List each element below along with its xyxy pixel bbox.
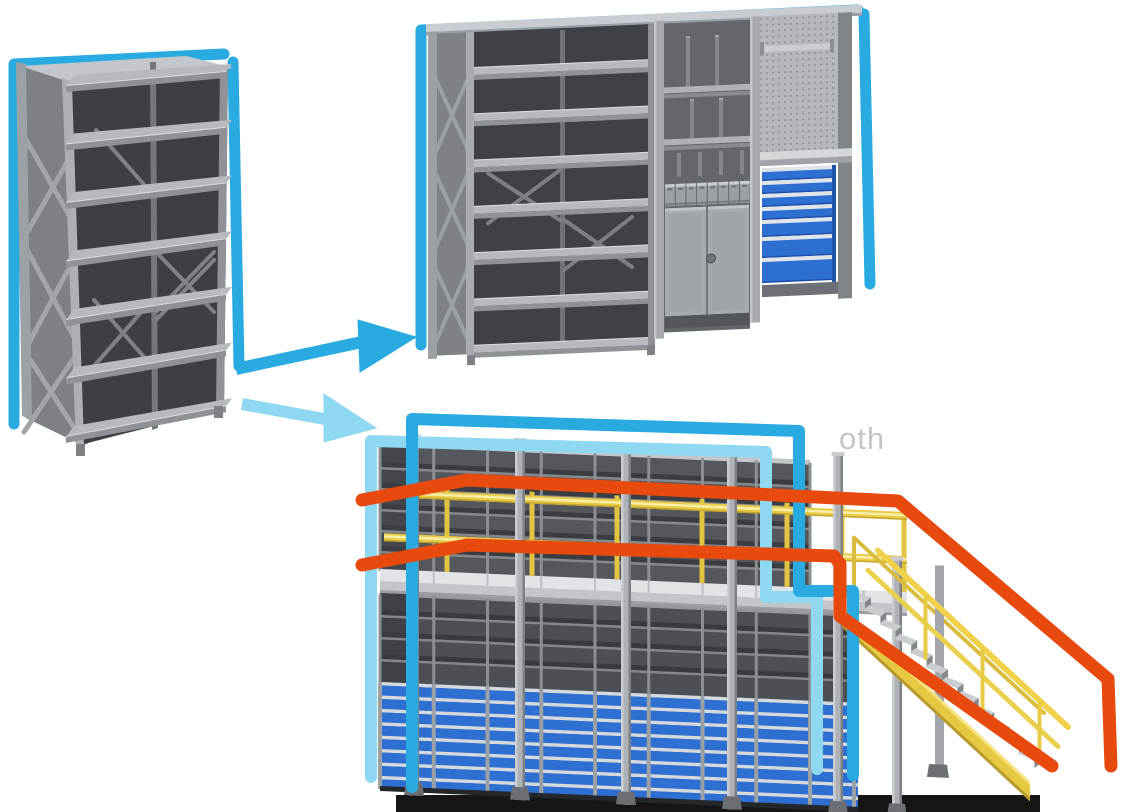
arrow-to-workshop-combination-icon — [234, 319, 418, 375]
walkway-outline-upper — [355, 473, 1118, 773]
base-unit-outline — [8, 48, 230, 430]
single-shelf-unit — [8, 48, 245, 456]
walkway-outline-lower — [355, 538, 1059, 773]
partial-label: oth — [839, 421, 885, 456]
mezzanine-structure — [355, 413, 1118, 812]
arrow-to-mezzanine-icon — [240, 393, 378, 443]
workshop-combination-unit — [415, 4, 876, 366]
base-unit-body — [16, 56, 234, 456]
workshop-body — [426, 4, 862, 366]
mezzanine-highlight-overlays — [355, 413, 1118, 793]
label-cover-box — [884, 424, 1130, 488]
workshop-outline-right — [858, 8, 876, 290]
base-unit-outline-right — [227, 56, 245, 372]
